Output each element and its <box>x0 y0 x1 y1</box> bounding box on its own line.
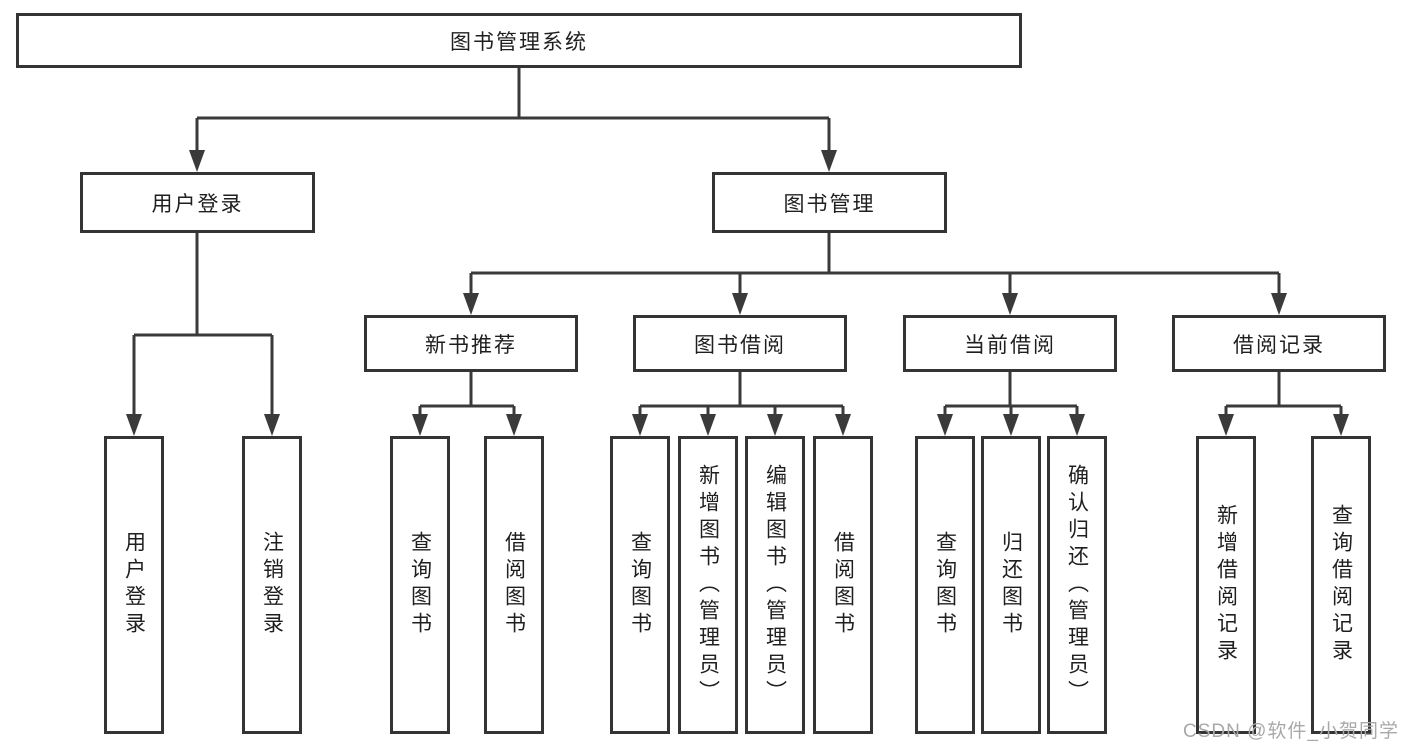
leaf-edit-books-admin: 编辑图书（管理员） <box>745 436 805 734</box>
node-label: 归还图书 <box>999 531 1023 639</box>
node-label: 用户登录 <box>151 192 244 216</box>
node-label: 注销登录 <box>260 531 284 639</box>
node-book-management: 图书管理 <box>712 172 947 233</box>
leaf-add-borrow-record: 新增借阅记录 <box>1196 436 1256 734</box>
node-label: 新书推荐 <box>425 333 517 357</box>
node-label: 新增借阅记录 <box>1214 504 1238 666</box>
node-label: 图书管理 <box>783 192 876 216</box>
node-label: 编辑图书（管理员） <box>763 463 787 707</box>
csdn-watermark: CSDN @软件_小贺同学 <box>1183 721 1399 742</box>
node-label: 图书管理系统 <box>450 30 588 54</box>
node-label: 当前借阅 <box>964 333 1056 357</box>
node-label: 查询图书 <box>933 531 957 639</box>
node-borrow-records: 借阅记录 <box>1172 315 1386 372</box>
node-label: 查询图书 <box>408 531 432 639</box>
node-new-book-recommend: 新书推荐 <box>364 315 578 372</box>
arrowheads <box>126 150 1349 436</box>
node-label: 确认归还（管理员） <box>1065 463 1089 707</box>
node-label: 图书借阅 <box>694 333 786 357</box>
node-label: 查询借阅记录 <box>1329 504 1353 666</box>
leaf-query-books-recommend: 查询图书 <box>390 436 450 734</box>
leaf-return-books: 归还图书 <box>981 436 1041 734</box>
node-user-login: 用户登录 <box>80 172 315 233</box>
node-label: 借阅图书 <box>502 531 526 639</box>
node-book-borrow: 图书借阅 <box>633 315 847 372</box>
leaf-query-borrow-record: 查询借阅记录 <box>1311 436 1371 734</box>
leaf-query-books-current: 查询图书 <box>915 436 975 734</box>
node-root-library-system: 图书管理系统 <box>16 13 1022 68</box>
leaf-borrow-books-recommend: 借阅图书 <box>484 436 544 734</box>
node-current-borrow: 当前借阅 <box>903 315 1117 372</box>
node-label: 借阅图书 <box>831 531 855 639</box>
node-label: 查询图书 <box>628 531 652 639</box>
node-label: 用户登录 <box>122 531 146 639</box>
leaf-borrow-books: 借阅图书 <box>813 436 873 734</box>
leaf-confirm-return-admin: 确认归还（管理员） <box>1047 436 1107 734</box>
leaf-user-login: 用户登录 <box>104 436 164 734</box>
node-label: 借阅记录 <box>1233 333 1325 357</box>
leaf-query-books-borrow: 查询图书 <box>610 436 670 734</box>
leaf-add-books-admin: 新增图书（管理员） <box>678 436 738 734</box>
node-label: 新增图书（管理员） <box>696 463 720 707</box>
leaf-logout: 注销登录 <box>242 436 302 734</box>
